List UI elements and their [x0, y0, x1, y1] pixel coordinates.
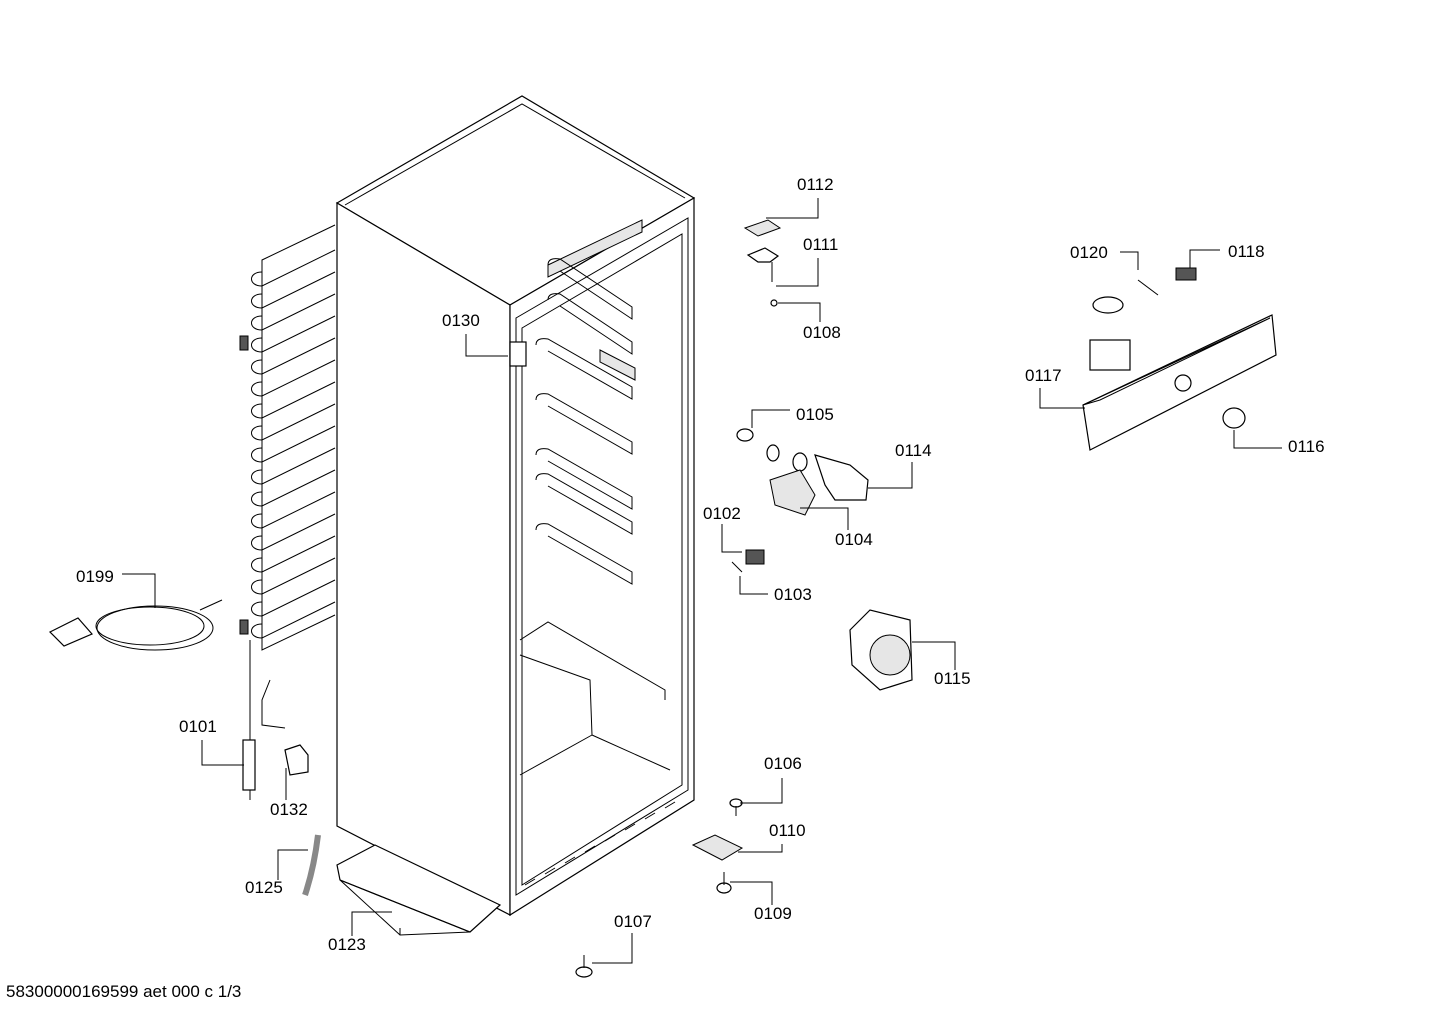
- label-part-0116: 0116: [1288, 437, 1325, 456]
- coil-loop: [251, 381, 336, 419]
- vent-slot: [624, 823, 636, 831]
- label-part-0125: 0125: [245, 878, 283, 897]
- shelf-rail: [535, 338, 633, 400]
- part-0132-clip: [284, 744, 309, 776]
- vent-slot: [604, 834, 616, 842]
- coil-loop: [251, 447, 336, 485]
- label-part-0114: 0114: [895, 441, 932, 460]
- part-0125-hose: [302, 834, 321, 896]
- label-part-0120: 0120: [1070, 243, 1108, 262]
- label-part-0102: 0102: [703, 504, 741, 523]
- part-0112-cover: [743, 219, 782, 237]
- label-part-0117: 0117: [1025, 366, 1062, 385]
- label-part-0130: 0130: [442, 311, 480, 330]
- part-0102-switch: [745, 549, 765, 565]
- part-0120-sensor: [1137, 279, 1159, 296]
- label-part-0111: 0111: [803, 235, 839, 254]
- coil-loop: [251, 359, 336, 397]
- label-part-0118: 0118: [1228, 242, 1265, 261]
- vent-slot: [644, 812, 656, 820]
- label-part-0105: 0105: [796, 405, 834, 424]
- part-0105-lamp-socket: [736, 428, 808, 472]
- coil-loop: [251, 469, 336, 507]
- refrigerator-cabinet: [335, 95, 696, 936]
- coil-loop: [251, 315, 336, 353]
- label-part-0115: 0115: [934, 669, 971, 688]
- shelf-rail: [535, 393, 633, 455]
- part-0111-hinge: [746, 247, 780, 263]
- part-0109-screw: [716, 872, 732, 894]
- coil-loop: [251, 579, 336, 617]
- part-0106-screw: [729, 798, 743, 816]
- label-part-0103: 0103: [774, 585, 812, 604]
- coil-loop: [251, 271, 336, 309]
- leader-lines: [122, 198, 1282, 964]
- vent-slot: [544, 867, 556, 875]
- shelf-rail: [535, 448, 633, 510]
- label-part-0107: 0107: [614, 912, 652, 931]
- vent-slot: [664, 801, 676, 809]
- label-part-0101: 0101: [179, 717, 217, 736]
- part-0114-lamp-cover: [814, 454, 869, 501]
- part-0117-control-panel: [1082, 296, 1277, 451]
- label-part-0123: 0123: [328, 935, 366, 954]
- part-0199-power-cord: [48, 599, 223, 651]
- coil-loop: [251, 491, 336, 529]
- part-0104-lamp-shade: [769, 469, 816, 516]
- coil-loop: [251, 293, 336, 331]
- document-reference-footer: 58300000169599 aet 000 c 1/3: [6, 982, 242, 1001]
- shelf-rail: [535, 523, 633, 585]
- part-0116-knob: [1222, 407, 1246, 429]
- part-0118-switch: [1175, 267, 1197, 281]
- shelf-rail: [547, 258, 633, 320]
- part-0107-foot: [575, 955, 593, 978]
- vent-slot: [564, 856, 576, 864]
- coil-loop: [251, 601, 336, 639]
- label-part-0104: 0104: [835, 530, 873, 549]
- coil-loop: [251, 337, 336, 375]
- coil-loop: [251, 513, 336, 551]
- label-part-0199: 0199: [76, 567, 114, 586]
- part-0115-fan-cover: [849, 609, 913, 691]
- coil-loop: [251, 249, 336, 287]
- condenser-coil: [239, 224, 336, 800]
- part-0101-drier: [242, 739, 256, 791]
- part-0110-hinge-plate: [691, 834, 744, 861]
- vent-slot: [524, 878, 536, 886]
- part-0108-washer: [770, 299, 778, 307]
- label-part-0132: 0132: [270, 800, 308, 819]
- label-part-0108: 0108: [803, 323, 841, 342]
- shelf-rail: [547, 293, 633, 355]
- coil-loop: [251, 535, 336, 573]
- coil-loop: [251, 403, 336, 441]
- vent-slot: [584, 845, 596, 853]
- label-part-0110: 0110: [769, 821, 806, 840]
- label-part-0109: 0109: [754, 904, 792, 923]
- coil-loop: [251, 557, 336, 595]
- label-part-0112: 0112: [797, 175, 834, 194]
- label-part-0106: 0106: [764, 754, 802, 773]
- coil-loop: [251, 425, 336, 463]
- shelf-rail: [535, 473, 633, 535]
